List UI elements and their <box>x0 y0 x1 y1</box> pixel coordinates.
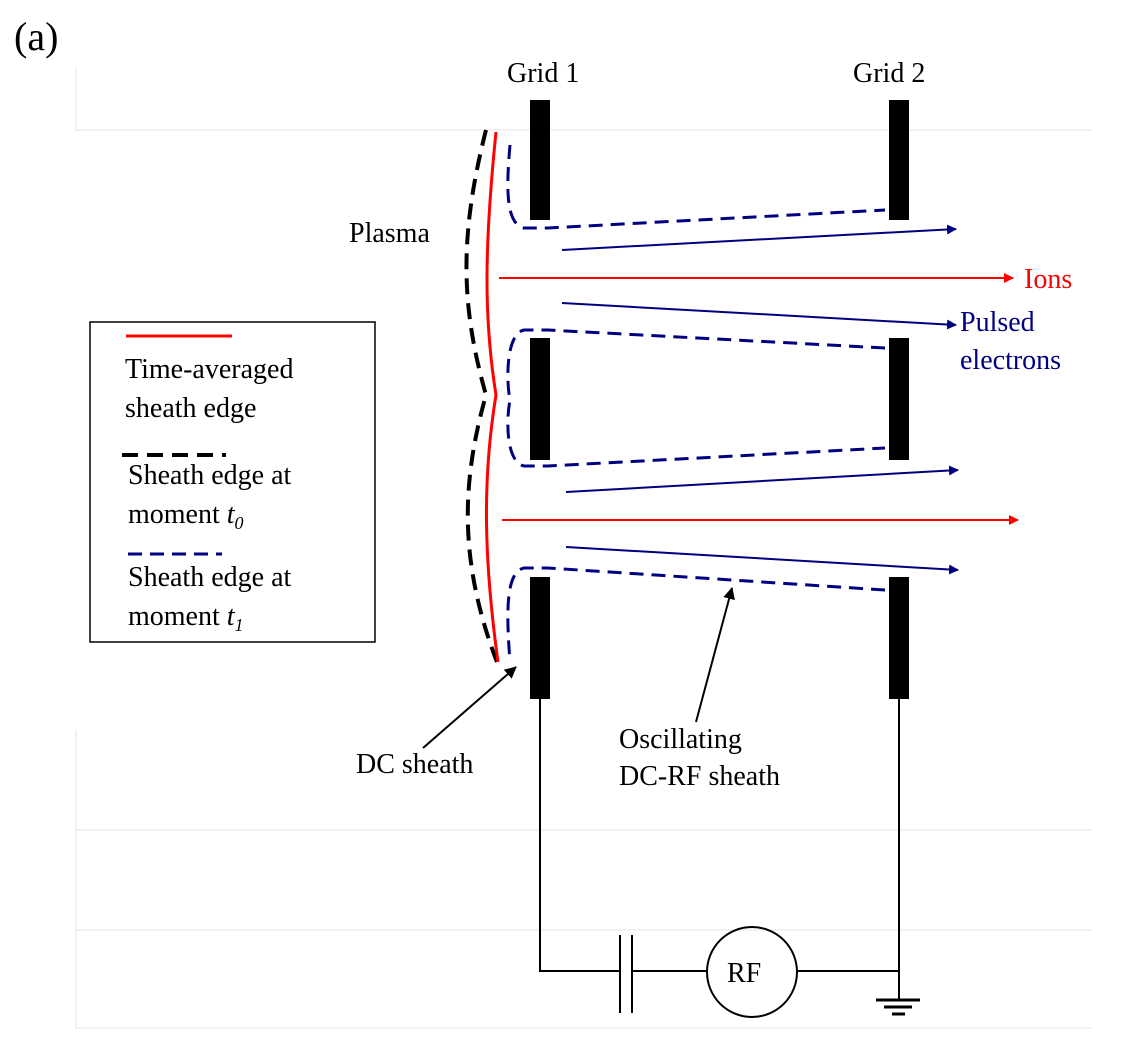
sheath-edge-time-averaged <box>484 131 500 663</box>
legend: Time-averaged sheath edge Sheath edge at… <box>89 321 376 643</box>
dc-sheath-label: DC sheath <box>356 749 473 780</box>
electron-beam-1 <box>561 224 957 251</box>
electron-beam-4 <box>565 546 959 575</box>
pulsed-electrons-label: Pulsed electrons <box>960 307 1061 376</box>
electron-beam-2 <box>561 302 957 330</box>
oscillating-sheath-line-1: Oscillating <box>619 724 742 755</box>
electron-beams <box>561 224 959 575</box>
legend-t1-label: Sheath edge at moment t1 <box>128 562 298 635</box>
oscillating-sheath-pointer-arrow <box>695 587 735 723</box>
grid-2 <box>889 100 909 699</box>
grid-2-label: Grid 2 <box>853 58 925 89</box>
legend-time-averaged-label: Time-averaged sheath edge <box>125 354 300 424</box>
pulsed-electrons-line-1: Pulsed <box>960 307 1035 338</box>
sheath-edge-t1 <box>506 144 886 663</box>
grid-1-bar-middle <box>530 338 550 460</box>
legend-time-averaged-line-1: Time-averaged <box>125 354 293 385</box>
panel-label: (a) <box>14 14 58 59</box>
sheath-edge-t0 <box>464 129 499 663</box>
grid-2-bar-middle <box>889 338 909 460</box>
rf-circuit <box>539 699 920 1018</box>
grid-2-bar-top <box>889 100 909 220</box>
ground-icon <box>876 998 920 1016</box>
legend-time-averaged-line-2: sheath edge <box>125 393 256 424</box>
rf-label: RF <box>727 958 761 989</box>
sheath-edge-t1-top <box>506 144 886 230</box>
ions-label: Ions <box>1024 264 1072 295</box>
grid-1-bar-top <box>530 100 550 220</box>
grid-1-label: Grid 1 <box>507 58 579 89</box>
legend-t0-line-1: Sheath edge at <box>128 460 291 491</box>
grid-1-bar-bottom <box>530 577 550 699</box>
grid-2-bar-bottom <box>889 577 909 699</box>
legend-t0-line-2-prefix: moment <box>128 499 227 530</box>
legend-t1-line-1: Sheath edge at <box>128 562 291 593</box>
plasma-label: Plasma <box>349 218 430 249</box>
pulsed-electrons-line-2: electrons <box>960 345 1061 376</box>
legend-t1-sub: 1 <box>235 615 244 635</box>
background-guides <box>75 68 1092 1029</box>
oscillating-sheath-label: Oscillating DC-RF sheath <box>619 724 780 792</box>
legend-t1-line-2-prefix: moment <box>128 601 227 632</box>
grid-1 <box>530 100 550 699</box>
legend-t1-var: t <box>227 601 236 632</box>
legend-box <box>89 321 376 643</box>
circuit-wire-grid1 <box>539 699 619 972</box>
sheath-edge-t1-aperture-upper <box>506 328 886 468</box>
oscillating-sheath-line-2: DC-RF sheath <box>619 761 780 792</box>
legend-t0-var: t <box>227 499 236 530</box>
dc-sheath-pointer-arrow <box>422 666 517 749</box>
electron-beam-3 <box>565 465 959 493</box>
legend-t0-sub: 0 <box>235 513 244 533</box>
sheath-edge-t1-aperture-lower <box>506 566 886 663</box>
legend-t0-label: Sheath edge at moment t0 <box>128 460 298 533</box>
